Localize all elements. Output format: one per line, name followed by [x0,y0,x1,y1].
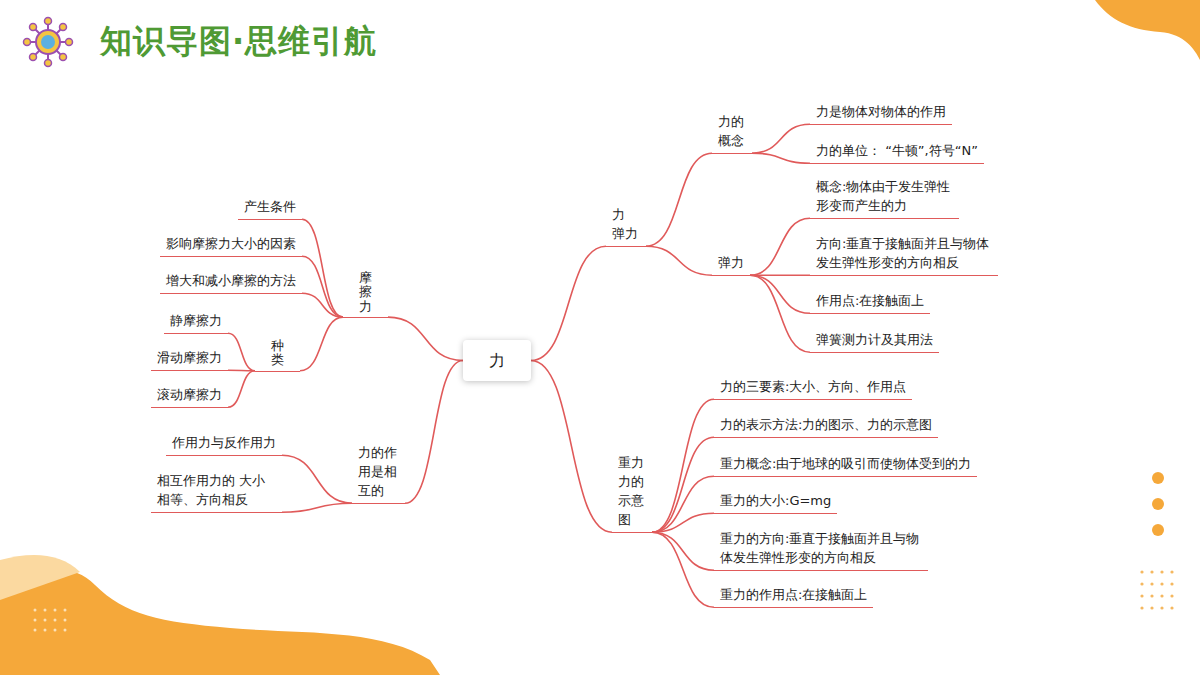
branch-topic: 重力的作用点:在接触面上 [714,584,873,608]
branch-topic: 摩擦力 [343,270,388,318]
branch-topic: 力的作 用是相 互的 [352,442,405,504]
topic-text: 影响摩擦力大小的因素 [166,234,296,253]
branch-curve [302,219,343,317]
branch-curve [646,153,712,246]
central-topic: 力 [463,340,531,381]
topic-text: 作用力与反作用力 [172,433,276,452]
topic-text: 种类 [261,339,294,368]
branch-topic: 重力概念:由于地球的吸引而使物体受到的力 [714,453,977,477]
branch-topic: 滚动摩擦力 [151,384,228,408]
topic-text: 力是物体对物体的作用 [816,102,946,121]
branch-topic: 产生条件 [238,196,302,220]
branch-topic: 增大和减小摩擦的方法 [160,270,302,294]
topic-text: 静摩擦力 [170,311,222,330]
branch-topic: 概念:物体由于发生弹性 形变而产生的力 [810,176,959,219]
branch-topic: 力的 概念 [712,111,752,154]
branch-curve [282,503,352,512]
side-dots [1152,472,1164,536]
branch-curve [750,218,810,275]
branch-curve [652,399,714,532]
topic-text: 摩擦力 [349,271,382,314]
branch-curve [750,275,810,352]
branch-curve [752,124,810,153]
branch-curve [300,317,343,371]
topic-text: 力的表示方法:力的图示、力的示意图 [720,415,932,434]
topic-text: 概念:物体由于发生弹性 形变而产生的力 [816,177,953,215]
corner-blob [0,555,80,600]
branch-curve [652,476,714,532]
branch-topic: 静摩擦力 [164,310,228,334]
branch-topic: 弹力 [712,252,750,276]
branch-curve [652,532,714,570]
topic-text: 弹簧测力计及其用法 [816,330,933,349]
branch-curve [652,437,714,532]
branch-topic: 滑动摩擦力 [151,347,228,371]
branch-curve [228,371,255,407]
topic-text: 方向:垂直于接触面并且与物体 发生弹性形变的方向相反 [816,234,992,272]
branch-curve [302,256,343,317]
topic-text: 力的作 用是相 互的 [358,443,399,500]
branch-curve [652,532,714,607]
branch-curve [531,246,606,360]
topic-text: 重力的大小:G=mg [720,491,831,510]
branch-topic: 弹簧测力计及其用法 [810,329,939,353]
branch-topic: 力是物体对物体的作用 [810,101,952,125]
branch-curve [282,455,352,503]
branch-curve [405,361,463,504]
topic-text: 力的单位： “牛顿”,符号“N” [816,141,978,160]
dot-grid [1140,570,1173,609]
branch-topic: 重力 力的 示意 图 [612,452,652,533]
topic-text: 重力的方向:垂直于接触面并且与物 体发生弹性形变的方向相反 [720,529,922,567]
branch-topic: 影响摩擦力大小的因素 [160,233,302,257]
branch-curve [302,293,343,317]
topic-text: 增大和减小摩擦的方法 [166,271,296,290]
branch-curve [750,275,810,313]
branch-curve [752,153,810,163]
topic-text: 力的三要素:大小、方向、作用点 [720,377,906,396]
branch-topic: 作用力与反作用力 [166,432,282,456]
branch-topic: 力的单位： “牛顿”,符号“N” [810,140,984,164]
topic-text: 滚动摩擦力 [157,385,222,404]
branch-topic: 种类 [255,338,300,372]
branch-topic: 相互作用力的 大小相等、方向相反 [151,470,282,513]
topic-text: 弹力 [718,253,744,272]
brain-icon [24,18,73,67]
branch-curve [228,333,255,371]
topic-text: 相互作用力的 大小相等、方向相反 [157,471,276,509]
page-title: 知识导图·思维引航 [100,20,377,64]
dot-grid [34,609,67,632]
topic-text: 重力的作用点:在接触面上 [720,585,867,604]
branch-topic: 力的表示方法:力的图示、力的示意图 [714,414,938,438]
branch-topic: 力 弹力 [606,204,646,247]
branch-topic: 重力的大小:G=mg [714,490,837,514]
topic-text: 力的 概念 [718,112,746,150]
topic-text: 重力 力的 示意 图 [618,453,646,529]
branch-topic: 方向:垂直于接触面并且与物体 发生弹性形变的方向相反 [810,233,998,276]
branch-curve [531,361,612,533]
topic-text: 滑动摩擦力 [157,348,222,367]
topic-text: 产生条件 [244,197,296,216]
branch-topic: 作用点:在接触面上 [810,290,930,314]
branch-curve [646,246,712,275]
corner-blob [0,570,440,675]
branch-curve [388,317,463,360]
branch-topic: 力的三要素:大小、方向、作用点 [714,376,912,400]
branch-topic: 重力的方向:垂直于接触面并且与物 体发生弹性形变的方向相反 [714,528,928,571]
topic-text: 重力概念:由于地球的吸引而使物体受到的力 [720,454,971,473]
topic-text: 力 弹力 [612,205,640,243]
corner-blob [1095,0,1200,60]
topic-text: 作用点:在接触面上 [816,291,924,310]
topic-text: 力 [489,351,505,370]
branch-curve [652,513,714,532]
